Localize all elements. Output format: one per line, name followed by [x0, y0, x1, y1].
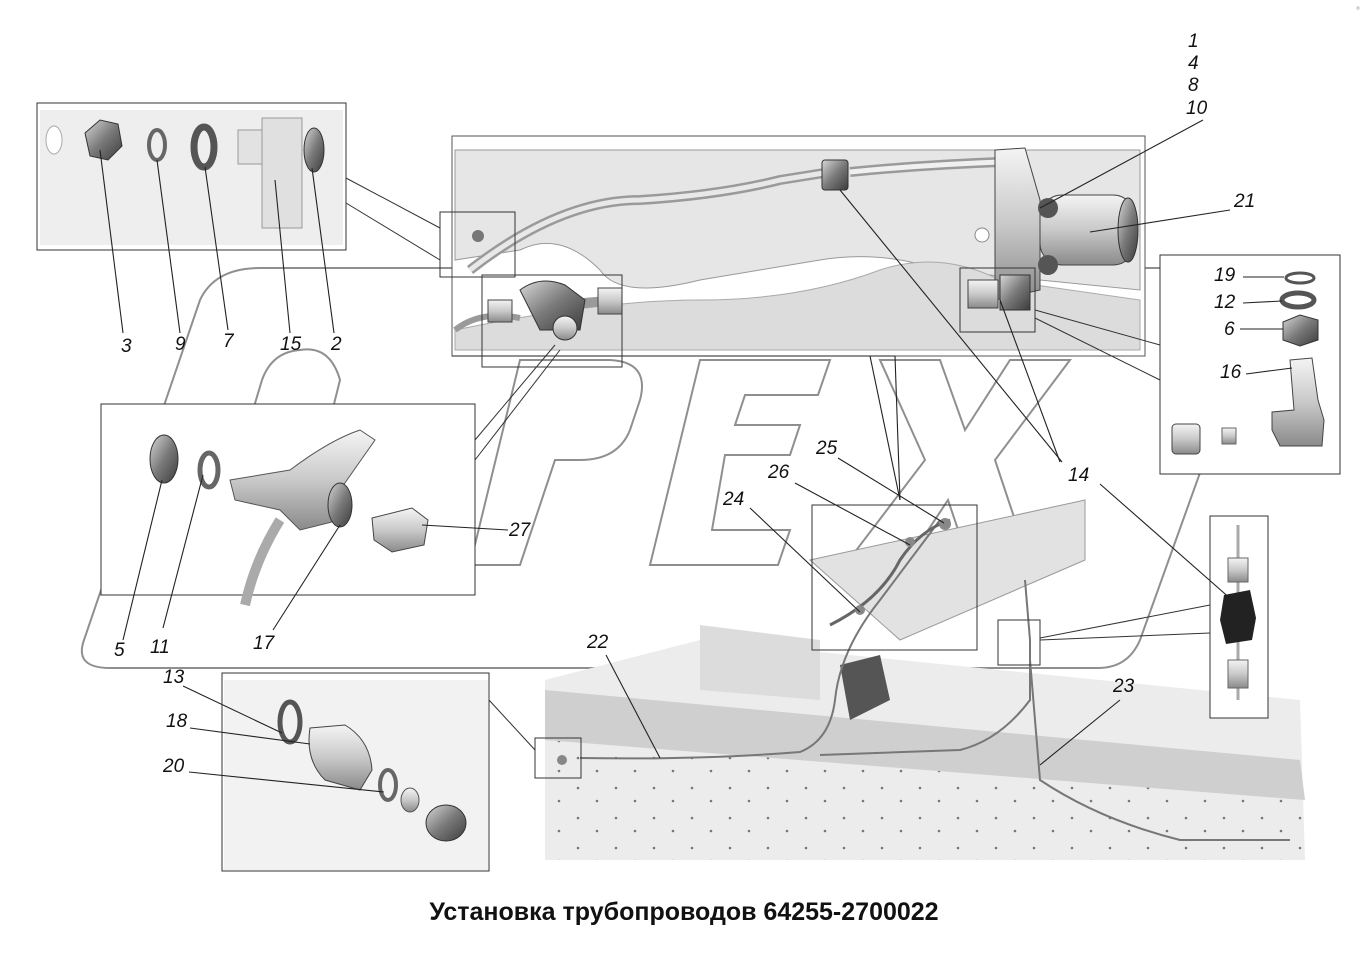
- callout-11: 11: [150, 637, 170, 658]
- inset-tee-fitting: [100, 344, 561, 607]
- callout-19: 19: [1214, 265, 1236, 286]
- callout-8: 8: [1188, 75, 1199, 96]
- inset-connector-right: [1039, 515, 1269, 719]
- callout-6: 6: [1224, 319, 1235, 340]
- callout-7: 7: [223, 331, 234, 352]
- inset-fittings-top-left: [36, 102, 441, 261]
- callout-9: 9: [175, 334, 186, 355]
- callout-20: 20: [163, 756, 185, 777]
- callout-5: 5: [114, 640, 125, 661]
- callout-leaders: [99, 119, 1293, 793]
- inset-fittings-right: [1034, 254, 1341, 475]
- callout-27: 27: [509, 520, 531, 541]
- callout-22: 22: [587, 632, 609, 653]
- callout-10: 10: [1186, 98, 1208, 119]
- main-assembly-view: [439, 135, 1146, 368]
- corner-mark: °: [1356, 6, 1360, 17]
- callout-1: 1: [1188, 31, 1199, 52]
- callout-24: 24: [723, 489, 745, 510]
- callout-15: 15: [280, 334, 302, 355]
- diagram-title: Установка трубопроводов 64255-2700022: [429, 898, 939, 926]
- callout-14: 14: [1068, 465, 1090, 486]
- inset-connector-bottom-left: [221, 672, 536, 872]
- callout-17: 17: [253, 633, 275, 654]
- callout-13: 13: [163, 667, 185, 688]
- callout-21: 21: [1234, 191, 1256, 212]
- callout-16: 16: [1220, 362, 1242, 383]
- callout-12: 12: [1214, 292, 1236, 313]
- callout-25: 25: [816, 438, 838, 459]
- callout-23: 23: [1113, 676, 1135, 697]
- callout-4: 4: [1188, 53, 1199, 74]
- callout-2: 2: [331, 334, 342, 355]
- callout-3: 3: [121, 336, 132, 357]
- callout-26: 26: [768, 462, 790, 483]
- callout-18: 18: [166, 711, 188, 732]
- frame-lower-view: [534, 499, 1305, 860]
